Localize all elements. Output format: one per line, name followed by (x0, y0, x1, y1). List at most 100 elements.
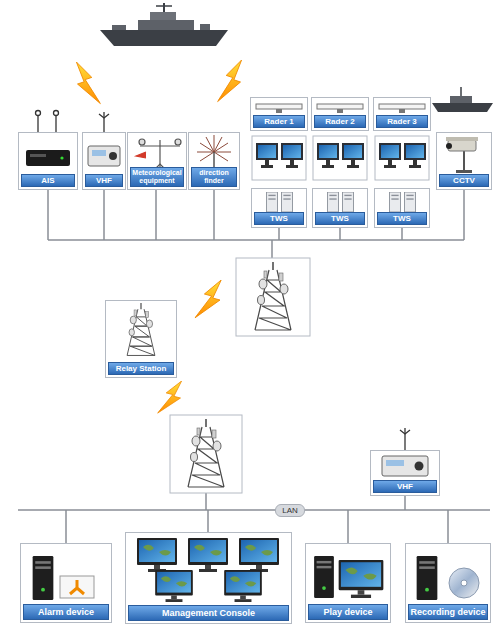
ais-device (30, 154, 46, 157)
radio-link-bolt (217, 60, 241, 102)
recording-computer (461, 580, 467, 586)
radio-tower (255, 262, 291, 330)
cctv-camera (448, 140, 476, 151)
tws-server (282, 192, 293, 212)
play-computer (314, 556, 383, 598)
vhf-radio (92, 150, 106, 156)
tws-server (390, 192, 401, 212)
small-ship-illustration (450, 96, 472, 103)
device-box: Play device (305, 543, 391, 623)
small-ship-illustration (432, 103, 493, 112)
vhf-radio (88, 146, 120, 166)
antenna-symbol (36, 111, 411, 451)
network-wire (18, 190, 490, 543)
vhf-radio (415, 462, 424, 471)
tws-server (405, 192, 416, 212)
ship-illustration (112, 25, 126, 30)
radar-display-panel (252, 136, 306, 180)
tws-server (267, 192, 416, 212)
direction-finder-antenna (200, 152, 214, 161)
tws-box: TWS (312, 188, 368, 228)
radio-tower (127, 303, 155, 355)
cctv-camera (456, 170, 472, 173)
node-label: TWS (315, 212, 365, 225)
ship-illustration (138, 20, 194, 30)
antenna-symbol (103, 112, 104, 132)
tws-box: TWS (251, 188, 307, 228)
radar-antenna (379, 104, 425, 109)
alarm-computer (33, 556, 54, 600)
console-monitors (224, 570, 262, 602)
equipment-box: direction finder (188, 132, 240, 190)
tws-server (328, 192, 339, 212)
vhf-radio (382, 456, 428, 476)
radar-display-panel (281, 143, 303, 168)
node-label: Management Console (128, 605, 289, 621)
antenna-symbol (55, 114, 56, 132)
ais-device (26, 150, 70, 166)
console-monitors (239, 538, 279, 572)
direction-finder-antenna (214, 135, 215, 152)
node-label: Play device (308, 604, 388, 620)
device-box: Recording device (405, 543, 491, 623)
node-label: Meteorological equipment (130, 167, 184, 187)
antenna-symbol (99, 114, 109, 118)
direction-finder-antenna (214, 152, 231, 153)
ship-illustration (163, 3, 165, 12)
alarm-computer (60, 576, 94, 598)
alarm-computer (70, 580, 84, 594)
play-computer (314, 556, 334, 598)
network-wire (18, 493, 490, 543)
radar-display-panel (375, 136, 429, 180)
radio-tower (127, 258, 310, 493)
radar-antenna (317, 104, 363, 109)
vhf-radio (88, 146, 120, 166)
alarm-computer (33, 556, 94, 600)
radar-display-panel (404, 143, 426, 168)
recording-computer (417, 556, 479, 600)
node-label: VHF (85, 174, 123, 187)
radio-link-bolt (157, 381, 181, 413)
radio-tower (188, 419, 224, 487)
radio-tower (236, 258, 310, 336)
ship-illustration (200, 24, 210, 30)
antenna-symbol (404, 428, 405, 450)
device-box: Management Console (125, 532, 292, 624)
antenna-symbol (400, 430, 410, 434)
meteorological-sensor (136, 152, 146, 158)
radar-display-panel (252, 136, 429, 180)
radio-link-bolt (76, 60, 241, 413)
node-label: Relay Station (108, 362, 174, 375)
radar-antenna (337, 109, 343, 113)
node-label: VHF (373, 480, 437, 493)
node-label: Rader 3 (376, 115, 428, 128)
vhf-radio (386, 460, 404, 466)
tws-server (343, 192, 354, 212)
radio-link-bolt (195, 280, 221, 318)
vhf-radio (382, 456, 428, 476)
small-ship-illustration (432, 87, 493, 112)
radio-tower (170, 415, 242, 493)
cctv-camera (446, 137, 478, 173)
console-monitors (137, 538, 279, 602)
radar-display-panel (317, 143, 339, 168)
direction-finder-antenna (214, 143, 228, 152)
radar-box: Rader 1 (250, 97, 308, 131)
meteorological-sensor (139, 139, 145, 145)
bus-label: LAN (275, 504, 305, 517)
node-label: Recording device (408, 604, 488, 620)
cctv-camera (446, 143, 452, 149)
tws-box: TWS (374, 188, 430, 228)
console-monitors (155, 570, 193, 602)
play-computer (339, 560, 384, 598)
node-label: AIS (21, 174, 75, 187)
node-label: CCTV (439, 174, 489, 187)
direction-finder-antenna (214, 152, 228, 161)
antenna-symbol (37, 114, 38, 132)
antenna-symbol (36, 111, 41, 116)
equipment-box: VHF (82, 132, 126, 190)
cctv-camera (446, 137, 478, 141)
equipment-box: CCTV (436, 132, 492, 190)
direction-finder-antenna (197, 152, 214, 153)
